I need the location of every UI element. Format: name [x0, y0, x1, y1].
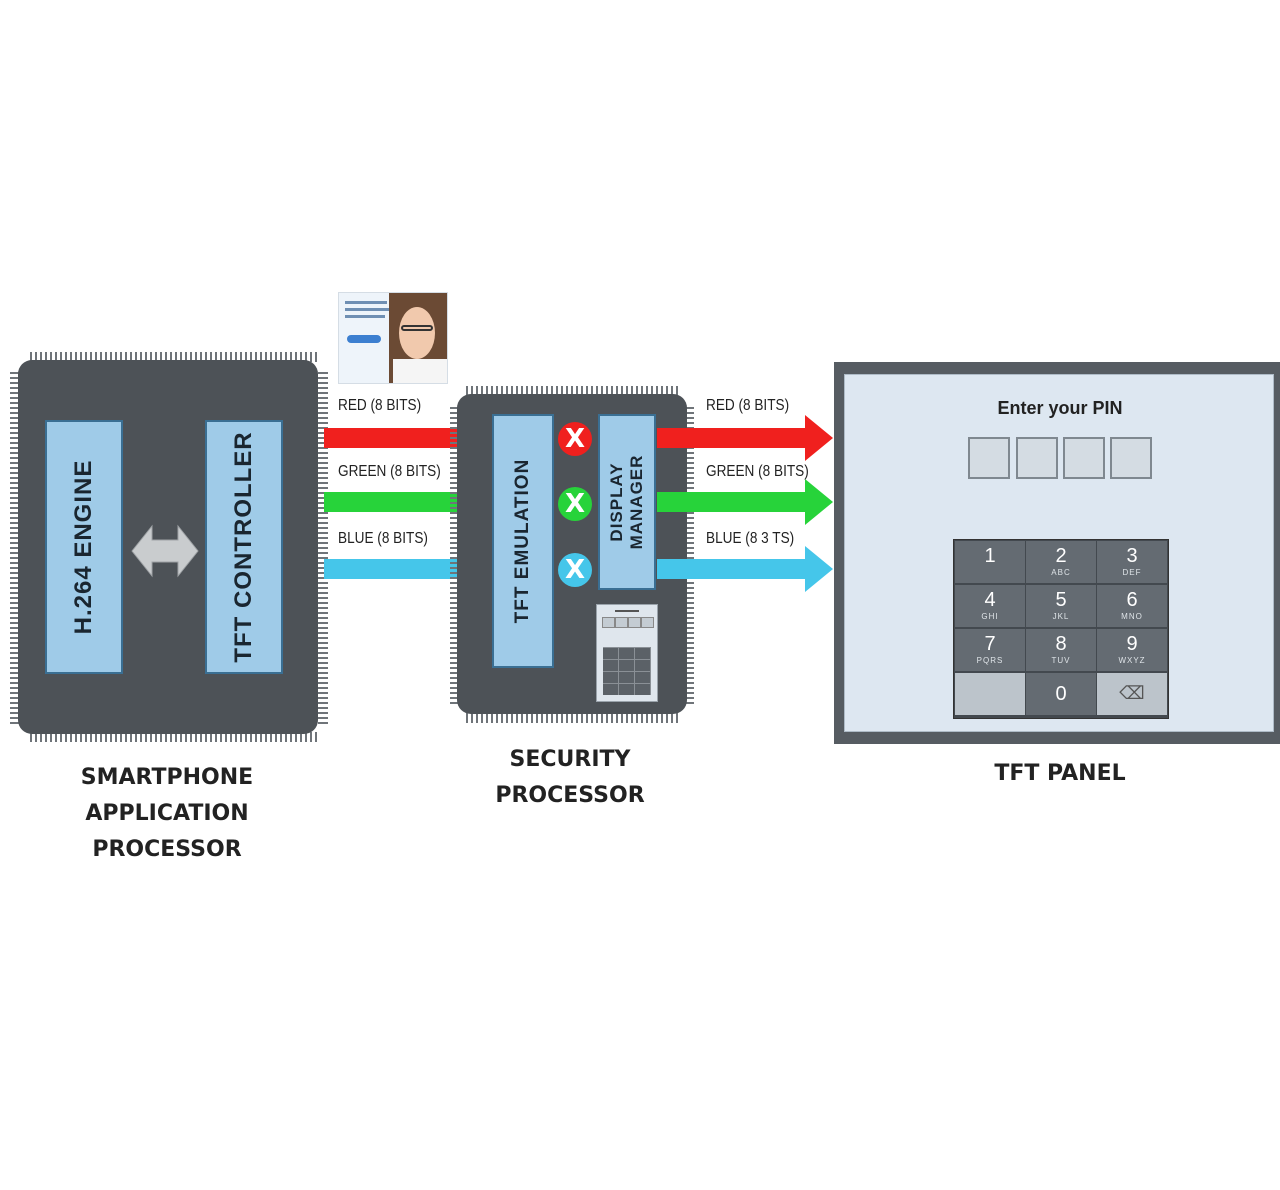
- keypad-key-1[interactable]: 1: [955, 541, 1025, 583]
- blue-signal-label-out: BLUE (8 3 TS): [706, 530, 795, 547]
- security-processor-caption: SECURITY PROCESSOR: [495, 747, 645, 808]
- mini-keypad: [603, 647, 651, 695]
- display-manager-label-line1: DISPLAY: [607, 462, 626, 542]
- app-processor-chip: H.264 ENGINE TFT CONTROLLER: [18, 360, 318, 734]
- blue-output-arrow: [657, 546, 833, 592]
- thumb-text-line: [345, 308, 391, 311]
- mini-pin-box: [641, 617, 654, 628]
- key-digit: 5: [1055, 589, 1067, 611]
- key-digit: 2: [1055, 545, 1067, 567]
- green-signal-label-out: GREEN (8 BITS): [706, 463, 809, 480]
- chip-pins-top: [466, 386, 680, 396]
- chip-pins-bottom: [30, 732, 318, 742]
- green-output-arrow: [657, 479, 833, 525]
- thumb-text-line: [345, 315, 385, 318]
- chip-pins-bottom: [466, 713, 680, 723]
- thumb-text-line: [345, 301, 387, 304]
- key-letters: DEF: [1122, 568, 1142, 577]
- display-manager-label-line2: MANAGER: [627, 454, 646, 550]
- app-processor-caption: SMARTPHONE APPLICATION PROCESSOR: [40, 760, 294, 868]
- green-signal-label-in: GREEN (8 BITS): [338, 463, 441, 480]
- pin-digit-box-3[interactable]: [1063, 437, 1105, 479]
- thumb-shirt: [393, 359, 447, 383]
- keypad-key-blank[interactable]: [955, 673, 1025, 715]
- security-processor-chip: TFT EMULATION DISPLAY MANAGER X X X: [457, 394, 687, 714]
- pin-digit-box-1[interactable]: [968, 437, 1010, 479]
- key-letters: TUV: [1051, 656, 1071, 665]
- key-letters: GHI: [981, 612, 999, 621]
- key-letters: MNO: [1121, 612, 1143, 621]
- bidirectional-arrow-icon: [131, 524, 199, 578]
- green-switch-x-icon: X: [558, 487, 592, 521]
- key-digit: 0: [1055, 683, 1067, 705]
- tft-panel-caption: TFT PANEL: [994, 761, 1126, 786]
- key-letters: WXYZ: [1118, 656, 1146, 665]
- input-signal-arrows: [324, 415, 496, 592]
- key-digit: 1: [984, 545, 996, 567]
- chip-pins-right: [686, 404, 694, 704]
- caption-line: PROCESSOR: [92, 837, 242, 862]
- pin-digit-box-4[interactable]: [1110, 437, 1152, 479]
- key-digit: 3: [1126, 545, 1138, 567]
- chip-pins-top: [30, 352, 318, 362]
- caption-line: APPLICATION: [85, 801, 249, 826]
- chip-pins-left: [450, 404, 458, 704]
- key-digit: 8: [1055, 633, 1067, 655]
- thumb-button-shape: [347, 335, 381, 343]
- key-letters: ABC: [1051, 568, 1071, 577]
- tft-emulation-label: TFT EMULATION: [512, 458, 533, 624]
- chip-pins-right: [318, 372, 328, 724]
- display-manager-block: DISPLAY MANAGER: [598, 414, 656, 590]
- mini-pin-box: [602, 617, 615, 628]
- red-output-arrow: [657, 415, 833, 461]
- ad-thumbnail-image: [338, 292, 448, 384]
- output-signal-arrows: [657, 415, 833, 592]
- key-digit: [955, 673, 1025, 676]
- key-digit: ⌫: [1119, 683, 1145, 704]
- blue-switch-x-icon: X: [558, 553, 592, 587]
- red-signal-arrow: [324, 415, 496, 461]
- h264-engine-block: H.264 ENGINE: [45, 420, 123, 674]
- chip-pins-left: [10, 372, 20, 724]
- mini-pin-box: [628, 617, 641, 628]
- key-digit: 9: [1126, 633, 1138, 655]
- tft-controller-block: TFT CONTROLLER: [205, 420, 283, 674]
- mini-pin-panel: [596, 604, 658, 702]
- thumb-glasses: [401, 325, 433, 331]
- display-manager-label: DISPLAY MANAGER: [607, 455, 647, 550]
- keypad-backspace-icon[interactable]: ⌫: [1097, 673, 1167, 715]
- key-digit: 7: [984, 633, 996, 655]
- green-signal-arrow: [324, 479, 496, 525]
- pin-digit-box-2[interactable]: [1016, 437, 1058, 479]
- tft-emulation-block: TFT EMULATION: [492, 414, 554, 668]
- mini-pin-box: [615, 617, 628, 628]
- red-signal-label-out: RED (8 BITS): [706, 397, 790, 414]
- key-digit: 6: [1126, 589, 1138, 611]
- tft-controller-label: TFT CONTROLLER: [230, 431, 257, 663]
- caption-line: SMARTPHONE: [80, 765, 254, 790]
- mini-prompt-line: [615, 610, 639, 612]
- key-letters: JKL: [1052, 612, 1070, 621]
- red-signal-label-in: RED (8 BITS): [338, 397, 422, 414]
- thumb-face: [399, 307, 435, 359]
- pin-prompt: Enter your PIN: [997, 398, 1123, 418]
- red-switch-x-icon: X: [558, 422, 592, 456]
- h264-engine-label: H.264 ENGINE: [70, 459, 97, 635]
- key-digit: 4: [984, 589, 996, 611]
- key-letters: PQRS: [976, 656, 1004, 665]
- keypad-key-0[interactable]: 0: [1026, 673, 1096, 715]
- blue-signal-arrow: [324, 546, 496, 592]
- blue-signal-label-in: BLUE (8 BITS): [338, 530, 428, 547]
